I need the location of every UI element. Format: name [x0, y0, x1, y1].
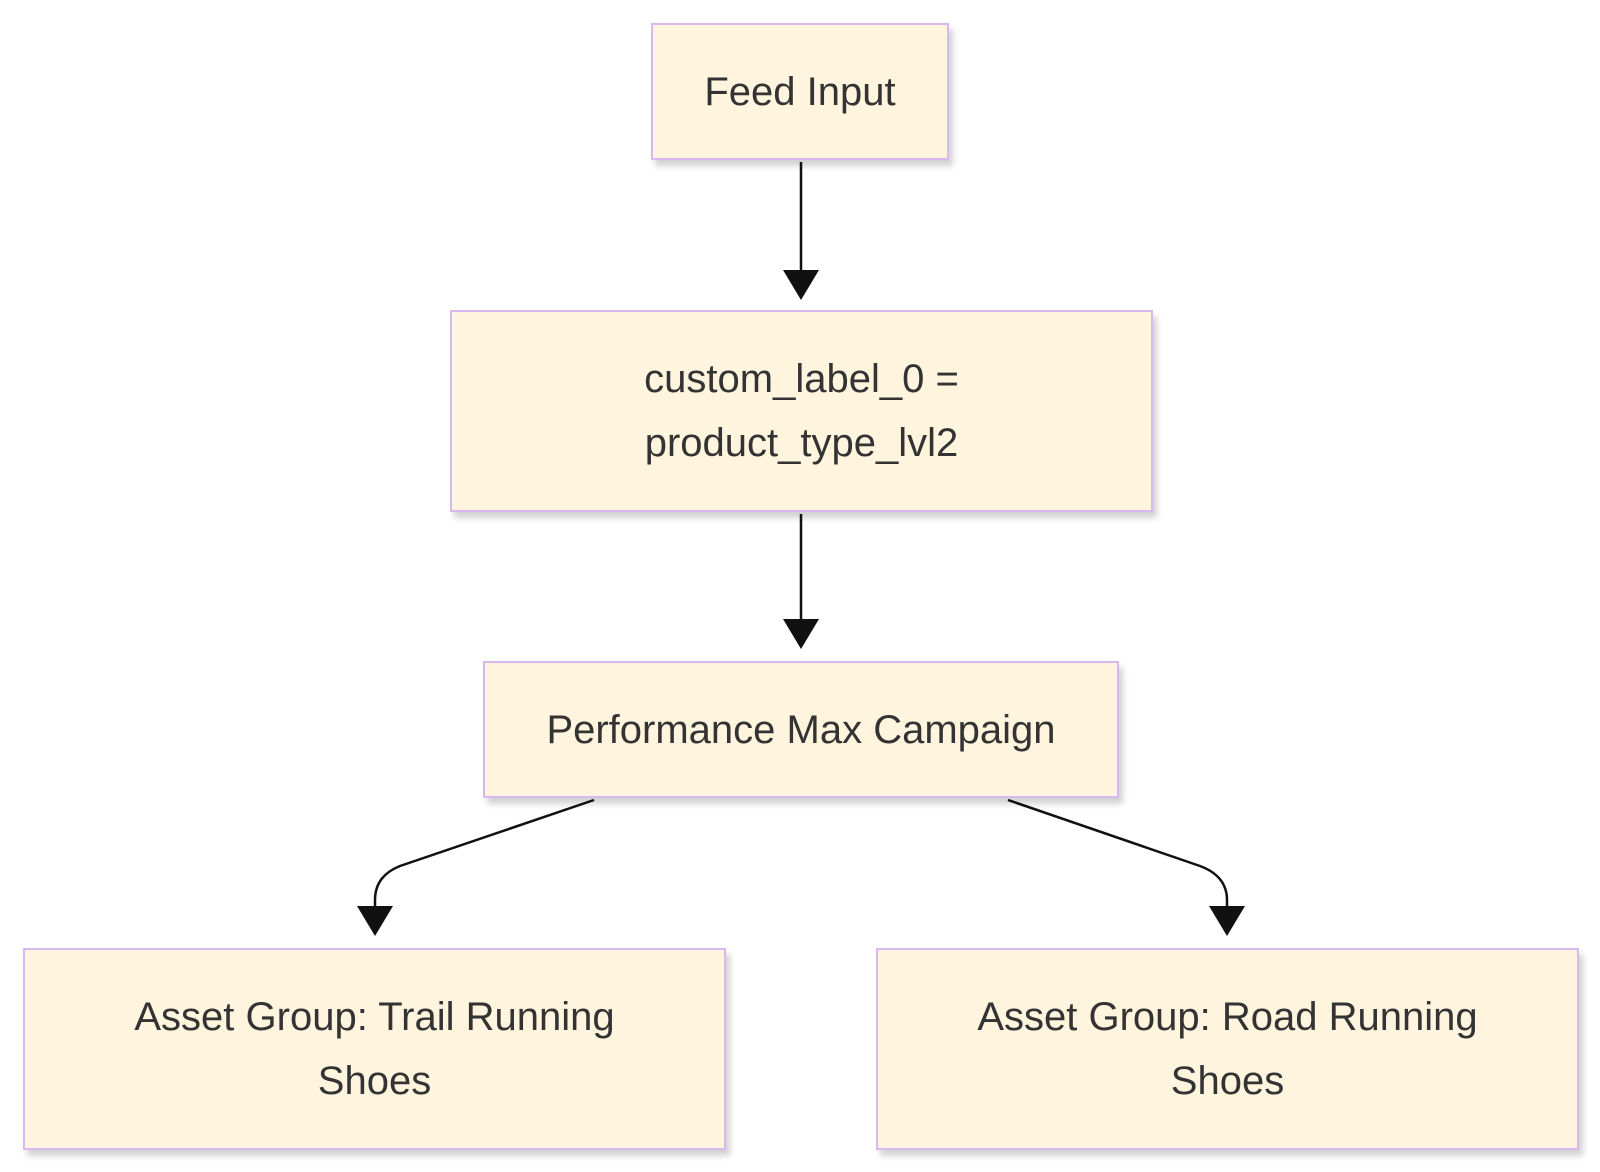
- node-road-line1: Asset Group: Road Running: [977, 995, 1478, 1039]
- node-performance-max-campaign: Performance Max Campaign: [483, 661, 1119, 798]
- arrowhead-icon: [783, 619, 819, 649]
- arrowhead-icon: [783, 270, 819, 300]
- edge-campaign-to-trail: [373, 798, 595, 910]
- node-feed-input-text: Feed Input: [704, 69, 896, 114]
- node-trail-line1: Asset Group: Trail Running: [134, 995, 615, 1039]
- node-trail-line2: Shoes: [317, 1059, 432, 1103]
- arrowhead-icon: [357, 906, 393, 936]
- node-feed-input: Feed Input: [651, 23, 949, 160]
- node-asset-group-road: Asset Group: Road Running Shoes: [876, 948, 1579, 1150]
- arrowhead-icon: [1209, 906, 1245, 936]
- node-custom-label-line2: product_type_lvl2: [644, 421, 959, 465]
- node-custom-label: custom_label_0 = product_type_lvl2: [450, 310, 1153, 512]
- node-asset-group-trail: Asset Group: Trail Running Shoes: [23, 948, 726, 1150]
- edge-campaign-to-road: [1007, 798, 1229, 910]
- node-custom-label-line1: custom_label_0 =: [644, 357, 959, 401]
- node-road-line2: Shoes: [1170, 1059, 1285, 1103]
- node-campaign-text: Performance Max Campaign: [546, 707, 1056, 752]
